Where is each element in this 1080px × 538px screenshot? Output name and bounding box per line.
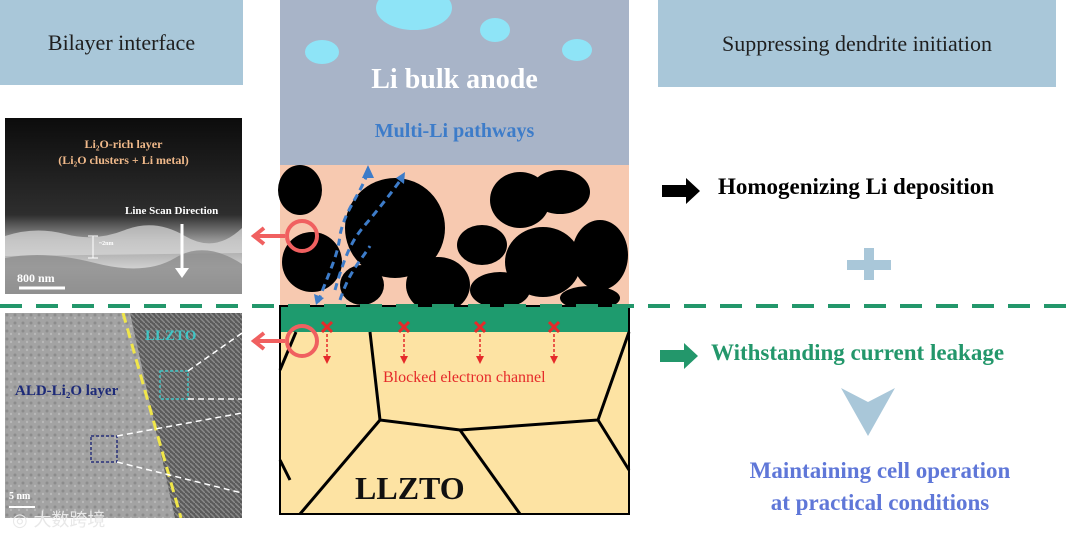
sem-scan-label: Line Scan Direction: [125, 205, 219, 217]
center-schematic: [278, 0, 631, 515]
sem-thickness: ~2nm: [99, 241, 114, 247]
sem-micrograph: Li₂O-rich layer (Li₂O clusters + Li meta…: [5, 118, 242, 294]
black-right-arrow-icon: [662, 178, 700, 204]
anode-region: [280, 0, 629, 165]
sem-texture: [5, 118, 242, 294]
blocked-electron-channels: [326, 334, 555, 356]
tem-layer-label: ALD-Li₂O layer: [15, 383, 119, 399]
sem-title-line1: Li₂O-rich layer: [84, 137, 163, 151]
tem-scalebar: 5 nm: [9, 491, 31, 502]
blocked-channel-label: Blocked electron channel: [383, 369, 546, 386]
blocked-electron-arrowheads: [323, 356, 558, 364]
pathways-label: Multi-Li pathways: [374, 120, 535, 142]
sem-title-line2: (Li₂O clusters + Li metal): [58, 153, 189, 167]
conclusion-line1: Maintaining cell operation: [749, 458, 1011, 483]
watermark-logo-icon: ◎: [12, 510, 34, 531]
point-withstanding: Withstanding current leakage: [711, 340, 1005, 365]
sem-title: Li₂O-rich layer (Li₂O clusters + Li meta…: [5, 136, 242, 168]
li-pathway-arrows: [316, 171, 404, 303]
conclusion: Maintaining cell operation at practical …: [700, 455, 1060, 519]
llzto-grain-boundaries: [278, 331, 631, 515]
anode-bubble: [305, 40, 339, 64]
tem-micrograph: LLZTO ALD-Li₂O layer 5 nm: [5, 313, 242, 518]
magnify-circle-icon: [250, 324, 319, 358]
conclusion-line2: at practical conditions: [770, 490, 990, 515]
sem-scalebar: 800 nm: [17, 271, 55, 285]
down-chevron-arrow-icon: [841, 388, 895, 436]
right-header-text: Suppressing dendrite initiation: [721, 30, 993, 56]
anode-bubble: [376, 0, 452, 30]
plus-icon: [847, 248, 891, 280]
left-header-text: Bilayer interface: [47, 29, 196, 55]
right-header: Suppressing dendrite initiation: [658, 0, 1056, 87]
tem-texture: [5, 313, 242, 518]
llzto-label: LLZTO: [355, 470, 465, 506]
anode-bubble: [480, 18, 510, 42]
blocked-x-marks: [320, 320, 561, 334]
watermark-text: 大数跨境: [33, 510, 106, 531]
tem-llzto-label: LLZTO: [145, 328, 197, 344]
schematic-border: [279, 305, 630, 515]
li-pathway-arrowheads: [314, 165, 405, 305]
ald-green-layer: [280, 306, 629, 332]
anode-label: Li bulk anode: [371, 64, 538, 95]
watermark: ◎ 大数跨境: [12, 506, 105, 532]
anode-bubble: [562, 39, 592, 61]
point-homogenizing: Homogenizing Li deposition: [718, 174, 995, 199]
magnify-circle-icon: [250, 219, 319, 253]
left-header: Bilayer interface: [0, 0, 243, 85]
green-right-arrow-icon: [660, 343, 698, 369]
